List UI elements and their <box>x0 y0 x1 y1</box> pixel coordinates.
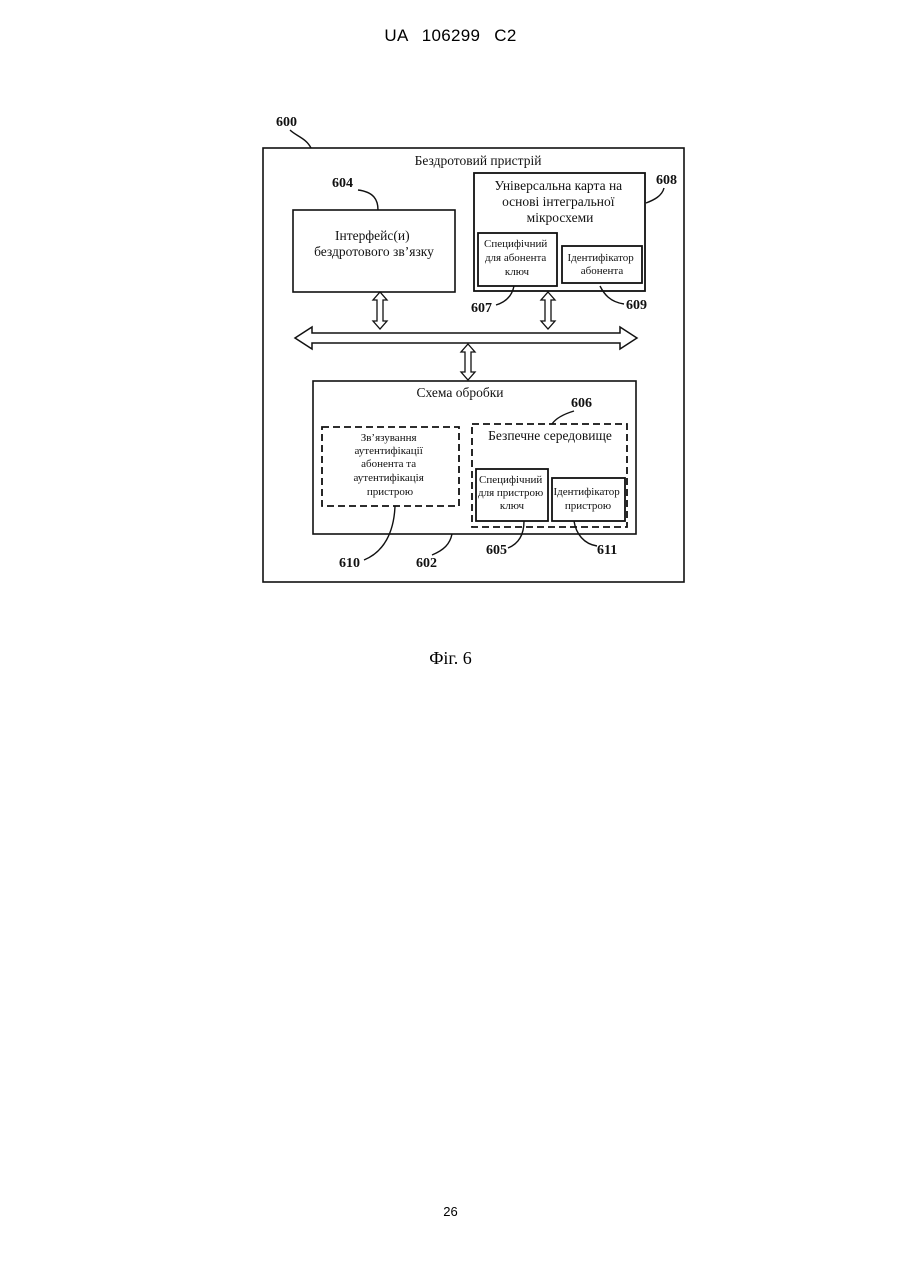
wireless-interface-label: Інтерфейс(и) бездротового зв’язку <box>314 228 434 259</box>
processing-circuit-title: Схема обробки <box>417 385 504 400</box>
figure-caption: Фіг. 6 <box>0 648 901 669</box>
leader-610 <box>364 506 395 560</box>
ref-605: 605 <box>486 543 507 558</box>
uicc-bus-connector <box>541 292 555 329</box>
ref-606: 606 <box>571 396 592 411</box>
leader-604 <box>358 190 378 210</box>
ref-604: 604 <box>332 176 353 191</box>
device-key-label: Специфічний для пристрою ключ <box>478 474 546 512</box>
ref-600: 600 <box>276 115 297 130</box>
ref-607: 607 <box>471 301 492 316</box>
ref-609: 609 <box>626 298 647 313</box>
ref-611: 611 <box>597 543 617 558</box>
wireless-device-title: Бездротовий пристрій <box>415 153 542 168</box>
leader-606 <box>552 411 574 424</box>
device-id-label: Ідентифікатор пристрою <box>553 486 622 512</box>
subscriber-key-label: Специфічний для абонента ключ <box>484 238 550 278</box>
interface-bus-connector <box>373 292 387 329</box>
leader-600 <box>290 130 311 148</box>
leader-607 <box>496 286 514 305</box>
ref-608: 608 <box>656 173 677 188</box>
leader-602 <box>432 534 452 555</box>
leader-609 <box>600 286 624 304</box>
ref-610: 610 <box>339 556 360 571</box>
ref-602: 602 <box>416 556 437 571</box>
page-number: 26 <box>0 1204 901 1219</box>
processing-bus-connector <box>461 344 475 380</box>
subscriber-id-label: Ідентифікатор абонента <box>567 252 636 277</box>
leader-608 <box>646 188 664 203</box>
uicc-label: Універсальна карта на основі інтегрально… <box>494 178 625 225</box>
authentication-binding-label: Зв’язування аутентифікації абонента та а… <box>353 432 426 498</box>
secure-environment-title: Безпечне середовище <box>488 428 612 443</box>
wireless-device-block-diagram: Бездротовий пристрій 600 Інтерфейс(и) бе… <box>0 0 901 640</box>
